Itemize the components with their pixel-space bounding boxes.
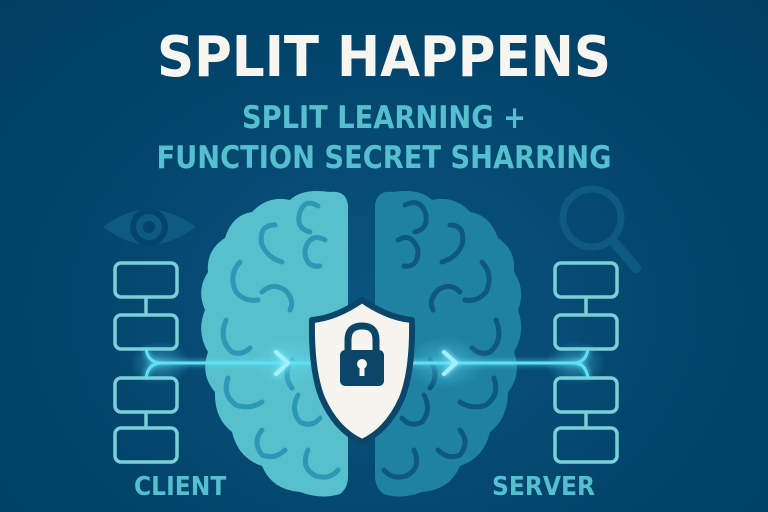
subtitle-line-2: FUNCTION SECRET SHARRING	[156, 140, 612, 176]
shield-lock-icon	[308, 297, 416, 445]
chevron-right-icon	[274, 350, 290, 376]
server-label: SERVER	[492, 472, 595, 502]
subtitle-line-1: SPLIT LEARNING +	[242, 100, 526, 136]
client-label: CLIENT	[134, 472, 227, 502]
chevron-right-icon	[442, 350, 458, 376]
magnifier-icon	[559, 185, 641, 273]
poster-title: SPLIT HAPPENS	[157, 25, 611, 90]
server-network-layers	[553, 261, 619, 464]
eye-icon	[103, 208, 196, 246]
